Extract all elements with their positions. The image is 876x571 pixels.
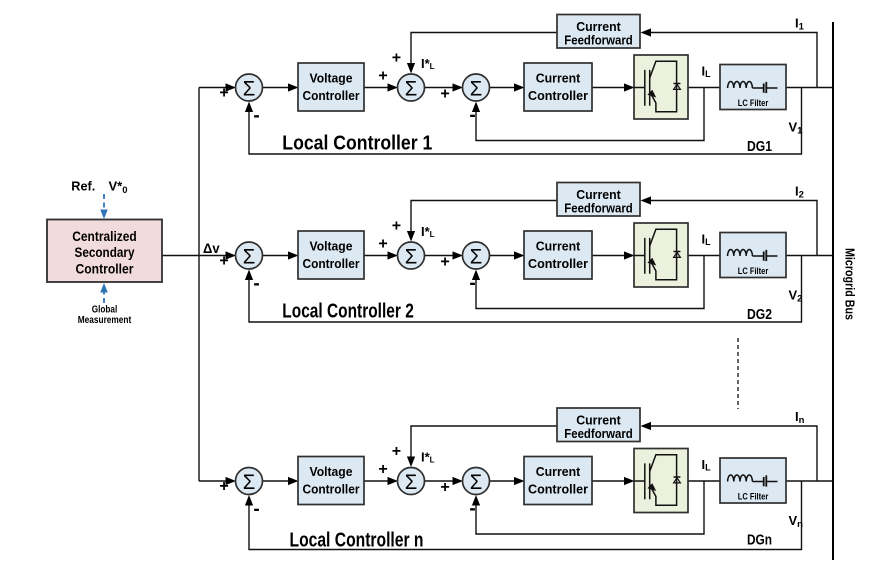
svg-text:-: - xyxy=(253,105,259,126)
svg-text:In: In xyxy=(795,409,805,426)
svg-text:I2: I2 xyxy=(795,184,804,201)
svg-text:+: + xyxy=(378,235,387,252)
svg-text:IL: IL xyxy=(702,232,712,247)
svg-text:DGn: DGn xyxy=(747,533,772,549)
svg-text:+: + xyxy=(392,218,401,235)
svg-text:I1: I1 xyxy=(795,16,805,33)
svg-text:+: + xyxy=(440,254,449,271)
svg-text:DG2: DG2 xyxy=(747,307,772,323)
svg-text:Δv: Δv xyxy=(203,240,220,256)
svg-text:Controller: Controller xyxy=(76,261,134,277)
svg-text:Controller: Controller xyxy=(528,89,588,103)
svg-text:Local Controller 2: Local Controller 2 xyxy=(282,301,414,323)
svg-text:LC Filter: LC Filter xyxy=(738,492,769,503)
svg-text:Σ: Σ xyxy=(405,78,418,101)
svg-text:Σ: Σ xyxy=(470,78,483,101)
svg-text:+: + xyxy=(378,461,387,478)
svg-text:-: - xyxy=(469,105,475,126)
svg-text:Feedforward: Feedforward xyxy=(564,34,633,48)
svg-text:+: + xyxy=(392,443,401,460)
svg-text:LC Filter: LC Filter xyxy=(738,98,769,109)
svg-text:Local Controller n: Local Controller n xyxy=(290,530,424,552)
svg-text:Ref.: Ref. xyxy=(71,179,95,194)
svg-text:+: + xyxy=(392,50,401,67)
svg-text:Σ: Σ xyxy=(243,78,256,101)
svg-text:Controller: Controller xyxy=(528,483,588,497)
svg-text:Σ: Σ xyxy=(470,471,483,494)
svg-text:Controller: Controller xyxy=(528,257,588,271)
svg-text:-: - xyxy=(253,499,259,520)
svg-text:LC Filter: LC Filter xyxy=(738,266,769,277)
svg-text:Controller: Controller xyxy=(303,89,360,103)
svg-text:+: + xyxy=(378,67,387,84)
svg-text:Current: Current xyxy=(576,20,621,34)
svg-text:Controller: Controller xyxy=(303,257,360,271)
svg-text:Controller: Controller xyxy=(303,483,360,497)
svg-text:Voltage: Voltage xyxy=(310,72,353,86)
svg-text:+: + xyxy=(440,86,449,103)
svg-text:DG1: DG1 xyxy=(747,139,772,155)
svg-text:Σ: Σ xyxy=(243,246,256,269)
svg-text:Voltage: Voltage xyxy=(310,240,353,254)
svg-text:Σ: Σ xyxy=(405,471,418,494)
svg-text:Current: Current xyxy=(536,72,581,86)
svg-text:Σ: Σ xyxy=(470,246,483,269)
svg-text:+: + xyxy=(440,479,449,496)
svg-text:Σ: Σ xyxy=(405,246,418,269)
svg-text:Current: Current xyxy=(536,240,581,254)
svg-text:-: - xyxy=(469,499,475,520)
svg-text:Centralized: Centralized xyxy=(72,228,137,244)
svg-text:Current: Current xyxy=(576,188,621,202)
svg-text:Measurement: Measurement xyxy=(78,314,132,326)
svg-text:Feedforward: Feedforward xyxy=(564,202,633,216)
svg-text:-: - xyxy=(469,273,475,294)
svg-text:Σ: Σ xyxy=(243,471,256,494)
svg-text:IL: IL xyxy=(702,457,712,472)
svg-text:Feedforward: Feedforward xyxy=(564,427,633,441)
svg-text:+: + xyxy=(219,478,228,495)
svg-text:Current: Current xyxy=(536,465,581,479)
svg-text:Microgrid Bus: Microgrid Bus xyxy=(843,248,857,320)
svg-text:Global: Global xyxy=(92,304,118,316)
svg-text:-: - xyxy=(253,273,259,294)
svg-text:Local Controller 1: Local Controller 1 xyxy=(282,133,432,155)
svg-text:Voltage: Voltage xyxy=(310,465,353,479)
svg-text:+: + xyxy=(219,253,228,270)
svg-text:Current: Current xyxy=(576,414,621,428)
svg-text:IL: IL xyxy=(702,64,712,79)
svg-text:Secondary: Secondary xyxy=(75,244,135,260)
svg-text:+: + xyxy=(219,85,228,102)
